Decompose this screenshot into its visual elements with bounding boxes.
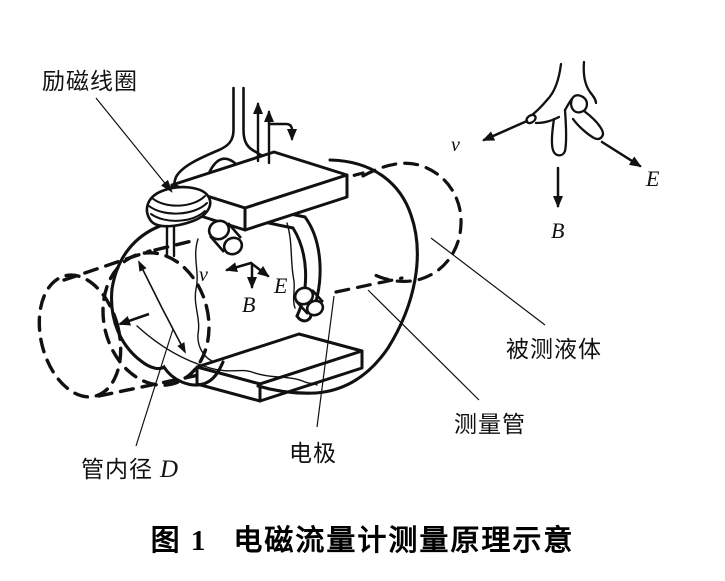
figure-caption-title: 电磁流量计测量原理示意 xyxy=(233,525,575,557)
liquid-bottom-wave xyxy=(136,325,318,386)
coil-winding-3 xyxy=(151,195,206,207)
body-bottom-edge xyxy=(256,384,318,395)
pipe-end-ellipse-left xyxy=(37,273,123,399)
diameter-arrow-up xyxy=(138,260,163,309)
figure-caption-number: 图 1 xyxy=(150,525,208,557)
field-arrows xyxy=(253,102,297,165)
pipe-diameter-symbol: D xyxy=(160,456,180,483)
pipe-e-label: E xyxy=(274,273,288,298)
pipe-end-ellipse-right xyxy=(361,161,463,283)
liquid-left-wave xyxy=(194,238,213,362)
hand-middle-finger xyxy=(571,109,605,141)
band-lower-tip xyxy=(295,314,312,323)
hand-b-label: B xyxy=(551,218,565,243)
right-hand-rule-hand xyxy=(525,60,605,157)
hook-down-arrow xyxy=(267,122,297,141)
hand-knuckle-loop xyxy=(570,94,589,114)
figure-caption: 图 1 电磁流量计测量原理示意 xyxy=(0,517,725,559)
pipe-top-edge-mid xyxy=(153,238,198,252)
electrode-top-side-b xyxy=(227,222,242,239)
measured-liquid-label: 被测液体 xyxy=(506,337,602,362)
hand-vector-arrows xyxy=(482,119,642,208)
cable-arch xyxy=(207,157,238,175)
hand-wrist-left-thumb-top xyxy=(530,62,563,117)
excitation-coil-label: 励磁线圈 xyxy=(42,69,138,94)
electrode-top-cap xyxy=(222,236,244,256)
electrode-top xyxy=(207,219,244,256)
diameter-leader-line xyxy=(135,328,174,447)
excitation-coil-drawing xyxy=(145,185,212,258)
liquid-right-wave xyxy=(286,222,296,309)
coil-leader-line xyxy=(95,97,173,193)
body-right-arc xyxy=(314,158,419,395)
electrode-bottom-side-b xyxy=(311,289,324,303)
dashed-pipe-right xyxy=(331,161,463,294)
liquid-leader-line xyxy=(430,237,546,326)
liquid-waves xyxy=(136,222,318,386)
pipe-vector-arrows xyxy=(225,261,270,289)
hand-e-arrow xyxy=(600,140,642,168)
electrode-label: 电极 xyxy=(289,441,337,466)
electrode-leader-line xyxy=(316,295,335,428)
hand-wrist-right xyxy=(582,60,598,105)
electrode-bottom-cap xyxy=(305,299,325,317)
pipe-b-label: B xyxy=(242,292,256,317)
pipe-v-label: v xyxy=(199,264,208,286)
coil-winding-1 xyxy=(150,210,206,222)
hand-e-label: E xyxy=(646,166,660,191)
electrode-bottom xyxy=(293,286,325,317)
conduit-right-line xyxy=(242,86,266,159)
bottom-slab-right-face xyxy=(258,349,364,403)
electrode-top-body xyxy=(207,219,231,241)
pipe-v-arrow xyxy=(225,261,253,272)
electrode-bottom-side-a xyxy=(295,300,309,315)
diameter-arrow-down xyxy=(161,307,186,354)
top-slab-right-face xyxy=(243,173,349,232)
pipe-e-arrow xyxy=(249,261,270,278)
coil-winding-2 xyxy=(148,202,208,215)
diameter-arrow xyxy=(138,260,186,354)
hand-v-label: v xyxy=(451,134,460,156)
hand-v-arrow xyxy=(482,119,529,142)
pipe-hidden-bottom-edge-right xyxy=(334,276,404,294)
leader-lines xyxy=(95,97,546,447)
hand-thumb-bottom xyxy=(534,115,561,125)
measuring-tube-label: 测量管 xyxy=(454,412,526,437)
tube-leader-line xyxy=(367,289,480,401)
body-bell-mouth xyxy=(109,287,225,387)
pipe-diameter-label: 管内径 D xyxy=(81,450,179,484)
pipe-diameter-text: 管内径 xyxy=(81,457,153,482)
pipe-entrance-ellipse xyxy=(101,251,211,387)
flow-direction-arrow xyxy=(118,312,150,326)
hand-index-finger xyxy=(550,108,568,157)
electrode-top-side-a xyxy=(209,235,225,253)
bottom-pole-slab xyxy=(195,332,364,403)
electrode-bottom-body xyxy=(293,286,315,306)
